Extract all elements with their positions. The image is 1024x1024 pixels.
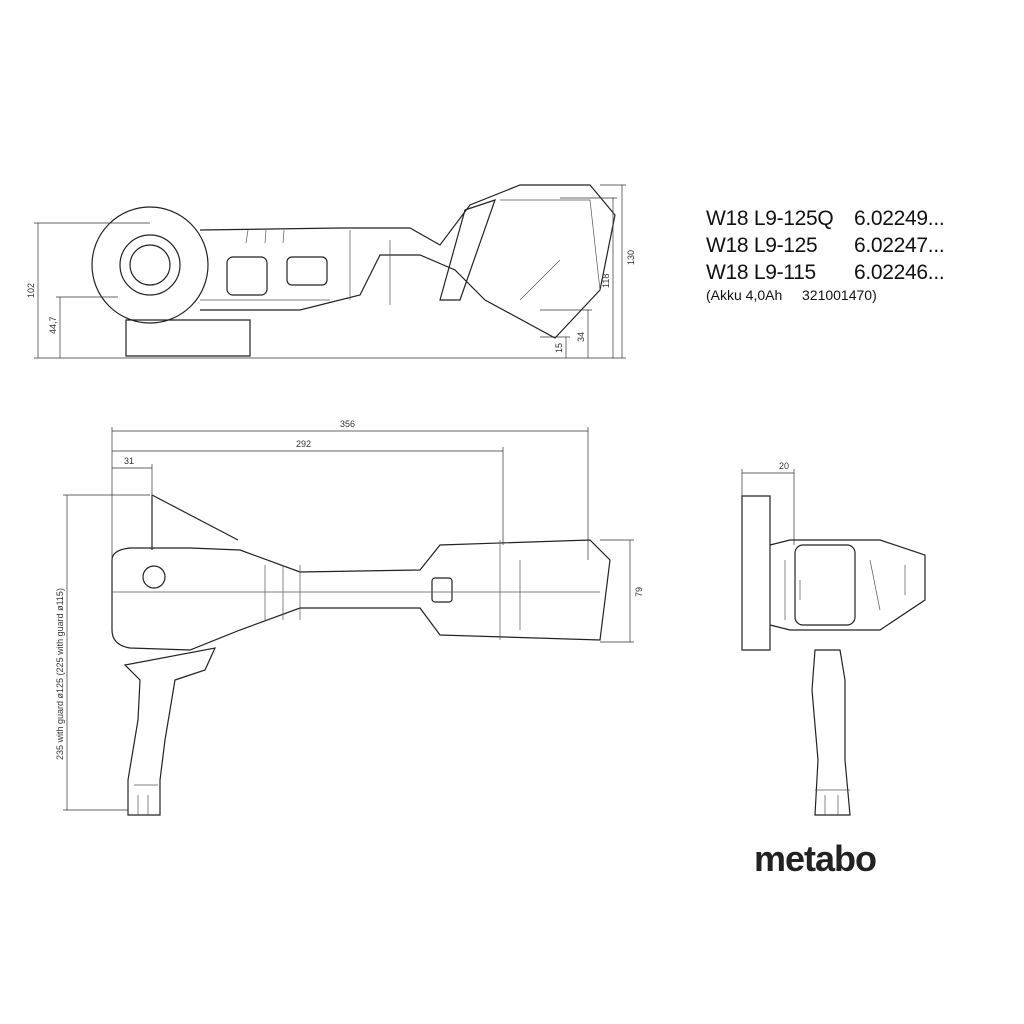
- front-view: [741, 495, 926, 816]
- dim-31: 31: [124, 456, 134, 466]
- model-code: 6.02249...: [854, 207, 945, 230]
- top-dimensions: 356 292 31 79 235 with guard ø125 (225 w…: [55, 419, 644, 811]
- dim-34: 34: [576, 332, 586, 342]
- dim-130: 130: [626, 250, 636, 265]
- dim-15: 15: [554, 343, 564, 353]
- model-code: 6.02246...: [854, 261, 945, 284]
- model-row: W18 L9-115 6.02246...: [706, 259, 945, 286]
- dim-356: 356: [340, 419, 355, 429]
- dim-44-7: 44,7: [48, 316, 58, 334]
- dim-102: 102: [26, 283, 36, 298]
- dim-292: 292: [296, 439, 311, 449]
- dim-79: 79: [634, 587, 644, 597]
- battery-label: (Akku 4,0Ah: [706, 287, 783, 303]
- side-view: [91, 184, 616, 357]
- dim-118: 118: [601, 274, 611, 288]
- battery-info: (Akku 4,0Ah 321001470): [706, 287, 944, 303]
- model-name: W18 L9-125: [706, 234, 818, 257]
- model-row: W18 L9-125Q 6.02249...: [706, 205, 945, 232]
- brand-logo: metabo: [754, 838, 877, 879]
- model-list: W18 L9-125Q 6.02249... W18 L9-125 6.02247.…: [706, 205, 945, 303]
- top-view: [111, 494, 611, 816]
- front-dimensions: 20: [741, 461, 795, 545]
- side-dimensions: 102 44,7 15 34 118 130: [26, 184, 636, 359]
- model-row: W18 L9-125 6.02247...: [706, 232, 945, 259]
- dim-20: 20: [779, 461, 789, 471]
- battery-code: 321001470): [802, 287, 877, 303]
- model-name: W18 L9-115: [706, 261, 816, 284]
- model-name: W18 L9-125Q: [706, 207, 834, 230]
- dim-handle-length: 235 with guard ø125 (225 with guard ø115…: [55, 588, 65, 760]
- model-code: 6.02247...: [854, 234, 945, 257]
